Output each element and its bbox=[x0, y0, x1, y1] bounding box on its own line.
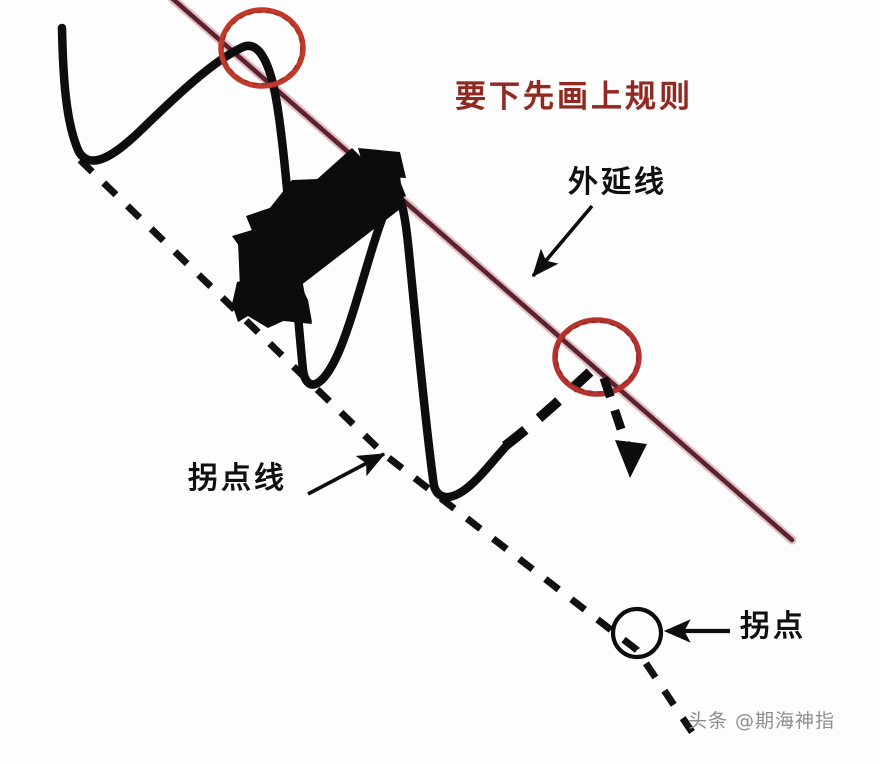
rule-title-label: 要下先画上规则 bbox=[455, 79, 693, 115]
lower-turning-point-circle bbox=[552, 317, 642, 397]
inflection-line bbox=[77, 157, 695, 734]
thick-black-brush-arrow bbox=[232, 148, 406, 328]
inflection-line-pointer bbox=[307, 452, 386, 496]
breakdown-direction-arrow bbox=[599, 376, 633, 452]
extension-line-label: 外延线 bbox=[568, 165, 667, 200]
price-curve-dashed-continuation bbox=[501, 368, 594, 450]
upper-turning-point-circle-texture bbox=[222, 11, 302, 85]
breakdown-direction-arrowhead bbox=[615, 440, 647, 478]
extension-line-pointer bbox=[531, 204, 594, 278]
upper-turning-point-circle bbox=[218, 7, 306, 89]
inflection-point-label: 拐点 bbox=[740, 609, 806, 644]
inflection-line-label: 拐点线 bbox=[188, 461, 287, 496]
extension-line bbox=[170, 0, 795, 543]
price-curve bbox=[57, 23, 517, 502]
lower-turning-point-circle-texture bbox=[556, 321, 638, 393]
watermark: 头条 @期海神指 bbox=[688, 710, 836, 732]
inflection-point-marker bbox=[610, 606, 664, 660]
